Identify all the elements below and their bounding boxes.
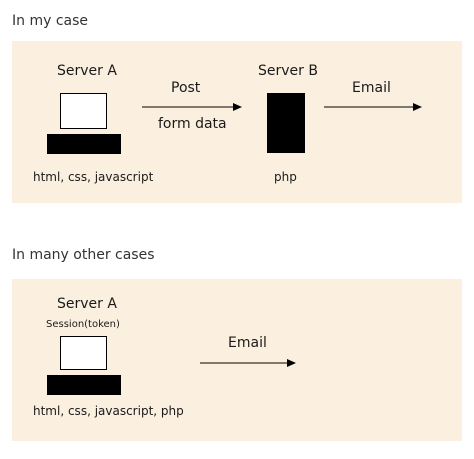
computer-base-icon-2 bbox=[47, 375, 121, 395]
computer-screen-icon-2 bbox=[60, 336, 107, 370]
section2-heading: In many other cases bbox=[12, 247, 155, 263]
computer-screen-icon bbox=[60, 93, 107, 129]
email-arrow-label-2: Email bbox=[228, 335, 267, 351]
server-b-title: Server B bbox=[258, 63, 318, 79]
server-b-tech: php bbox=[274, 170, 297, 184]
server-a-title-2: Server A bbox=[57, 296, 117, 312]
server-a-tech-2: html, css, javascript, php bbox=[33, 404, 184, 418]
server-tower-icon bbox=[267, 93, 305, 153]
post-arrow-label: Post bbox=[171, 80, 201, 96]
computer-base-icon bbox=[47, 134, 121, 154]
email-arrow-icon-2 bbox=[200, 359, 296, 367]
email-arrow-label: Email bbox=[352, 80, 391, 96]
section1-panel: Server A html, css, javascript Post form… bbox=[12, 41, 462, 203]
post-arrow-icon bbox=[142, 103, 242, 111]
server-a-title: Server A bbox=[57, 63, 117, 79]
form-data-label: form data bbox=[158, 116, 227, 132]
section2-panel: Server A Session(token) html, css, javas… bbox=[12, 279, 462, 441]
section1-heading: In my case bbox=[12, 13, 89, 29]
session-token-label: Session(token) bbox=[46, 319, 120, 330]
email-arrow-icon bbox=[324, 103, 422, 111]
server-a-tech: html, css, javascript bbox=[33, 170, 154, 184]
